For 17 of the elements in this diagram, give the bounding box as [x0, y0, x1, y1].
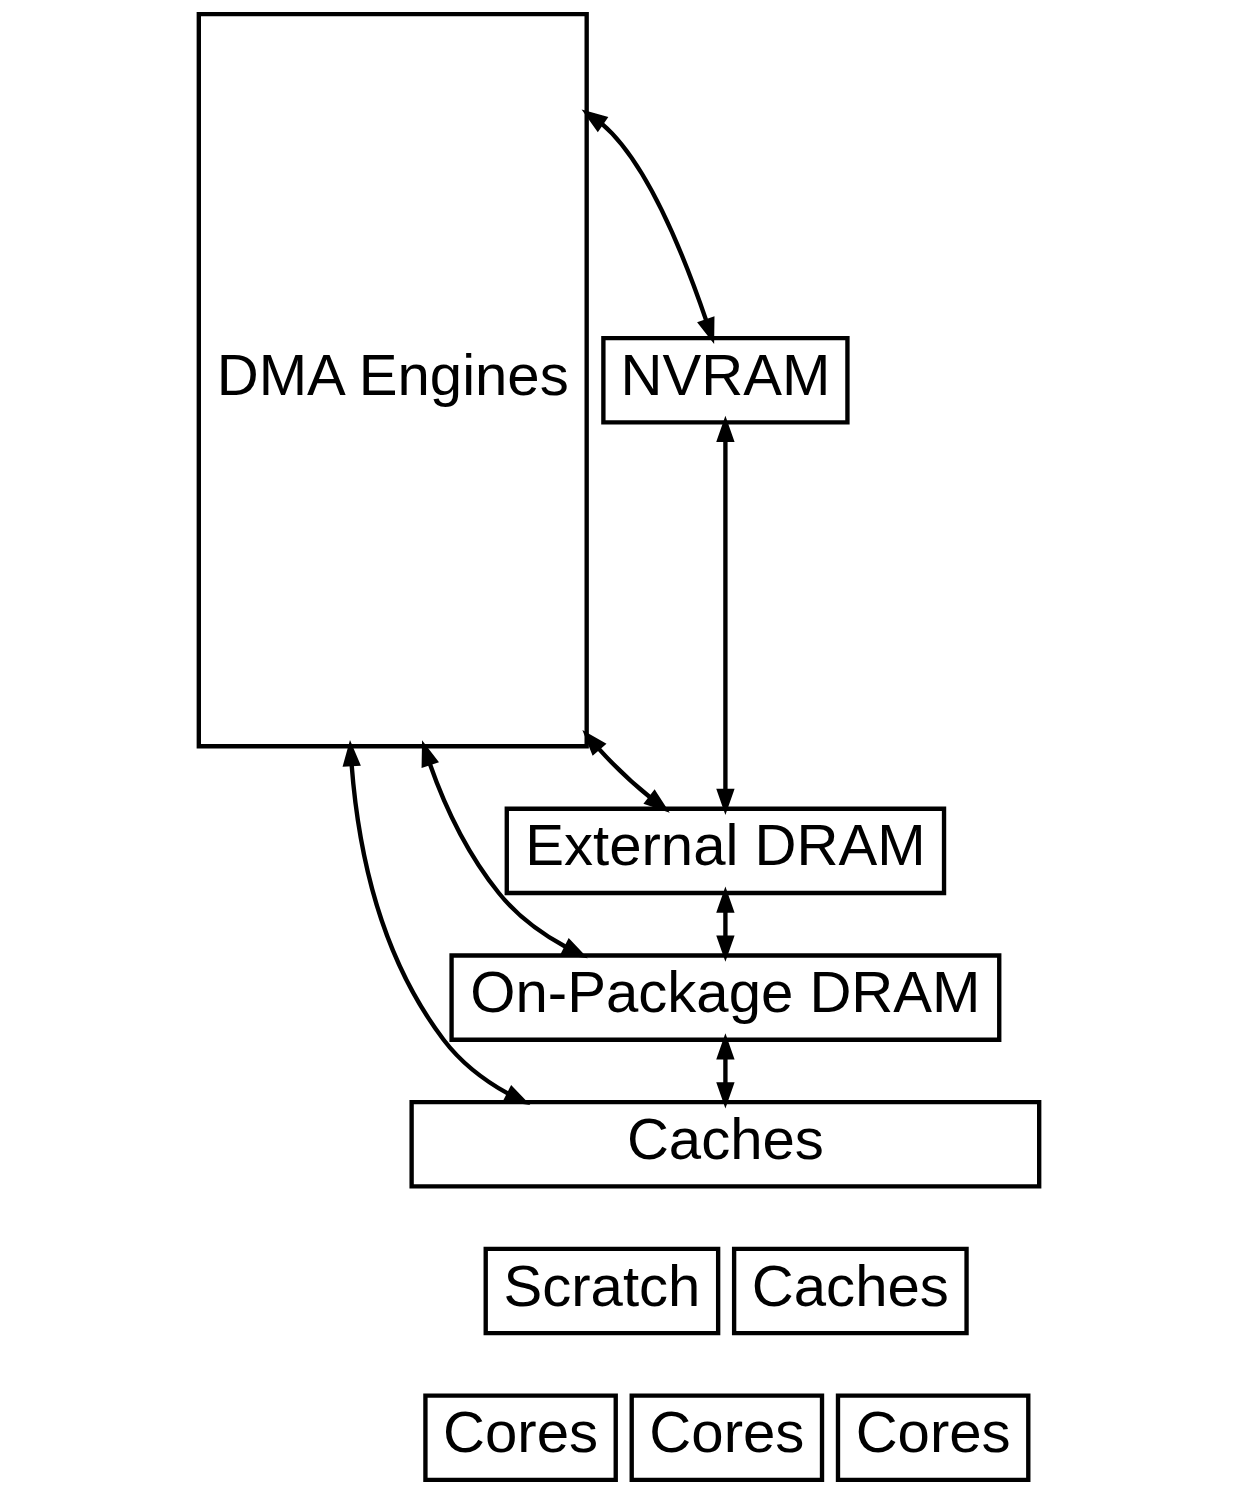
- node-box: DMA Engines: [196, 11, 589, 749]
- node-box: Scratch: [483, 1246, 720, 1336]
- node-box: Cores: [629, 1393, 824, 1483]
- arrow: [715, 1033, 735, 1109]
- node-box: On-Package DRAM: [448, 953, 1001, 1042]
- node-box: Caches: [408, 1100, 1041, 1189]
- arrow: [421, 740, 588, 959]
- arrow: [342, 740, 530, 1106]
- arrow: [715, 886, 735, 962]
- node-box: Cores: [835, 1393, 1030, 1483]
- node-box: Cores: [422, 1393, 618, 1483]
- node-box: External DRAM: [504, 806, 946, 896]
- node-box: Caches: [731, 1246, 969, 1336]
- arrow: [581, 109, 714, 345]
- arrow: [581, 729, 670, 813]
- node-box: NVRAM: [600, 335, 850, 425]
- arrow: [715, 415, 735, 816]
